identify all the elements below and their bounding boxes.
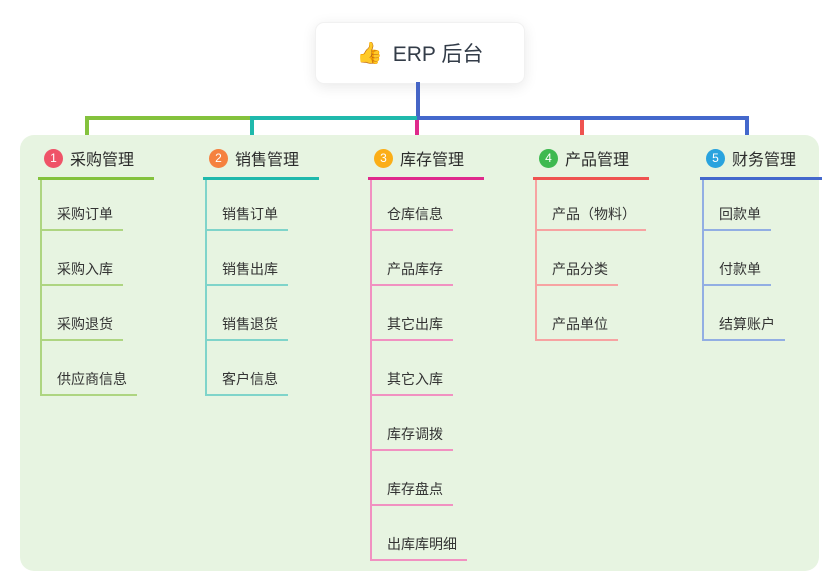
child-node[interactable]: 客户信息 [205, 369, 288, 396]
connector-branch-1-horizontal [87, 116, 253, 120]
child-node[interactable]: 产品分类 [535, 259, 618, 286]
child-row: 产品（物料） [535, 180, 683, 231]
child-row: 供应商信息 [40, 341, 188, 396]
child-node[interactable]: 仓库信息 [370, 204, 453, 231]
branch-finance: 5 财务管理 回款单 付款单 结算账户 [700, 146, 839, 341]
badge-2: 2 [209, 148, 228, 168]
child-node[interactable]: 结算账户 [702, 314, 785, 341]
thumbs-up-icon: 👍 [356, 41, 383, 65]
child-row: 其它出库 [370, 286, 518, 341]
branch-label: 库存管理 [400, 152, 465, 169]
child-node[interactable]: 供应商信息 [40, 369, 137, 396]
child-node[interactable]: 其它出库 [370, 314, 453, 341]
child-node[interactable]: 采购入库 [40, 259, 123, 286]
child-node[interactable]: 销售订单 [205, 204, 288, 231]
branch-product-children: 产品（物料） 产品分类 产品单位 [535, 180, 683, 341]
child-node[interactable]: 采购订单 [40, 204, 123, 231]
branch-label: 产品管理 [565, 152, 630, 169]
child-node[interactable]: 回款单 [702, 204, 771, 231]
branch-inventory-node[interactable]: 3 库存管理 [368, 146, 484, 180]
root-node[interactable]: 👍 ERP 后台 [315, 22, 525, 84]
child-row: 库存盘点 [370, 451, 518, 506]
connector-branch-4-drop [580, 120, 584, 147]
child-node[interactable]: 销售出库 [205, 259, 288, 286]
child-node[interactable]: 出库库明细 [370, 534, 467, 561]
root-title: ERP 后台 [392, 43, 484, 66]
branch-label: 销售管理 [235, 152, 300, 169]
connector-branch-1-drop [85, 116, 89, 147]
branch-procurement-children: 采购订单 采购入库 采购退货 供应商信息 [40, 180, 188, 396]
connector-branch-3-drop [415, 120, 419, 147]
branch-product-node[interactable]: 4 产品管理 [533, 146, 649, 180]
child-node[interactable]: 付款单 [702, 259, 771, 286]
child-row: 销售订单 [205, 180, 353, 231]
branch-inventory: 3 库存管理 仓库信息 产品库存 其它出库 其它入库 库存调拨 库存盘点 出库库… [368, 146, 518, 561]
badge-3: 3 [374, 148, 393, 168]
child-row: 产品分类 [535, 231, 683, 286]
badge-4: 4 [539, 148, 558, 168]
branch-sales-children: 销售订单 销售出库 销售退货 客户信息 [205, 180, 353, 396]
connector-branch-5-drop [745, 116, 749, 147]
child-row: 仓库信息 [370, 180, 518, 231]
child-row: 客户信息 [205, 341, 353, 396]
connector-root [416, 82, 420, 118]
child-row: 销售出库 [205, 231, 353, 286]
child-row: 其它入库 [370, 341, 518, 396]
branch-finance-children: 回款单 付款单 结算账户 [702, 180, 839, 341]
child-row: 采购订单 [40, 180, 188, 231]
child-node[interactable]: 产品库存 [370, 259, 453, 286]
child-node[interactable]: 采购退货 [40, 314, 123, 341]
child-node[interactable]: 其它入库 [370, 369, 453, 396]
child-node[interactable]: 产品（物料） [535, 204, 646, 231]
branch-sales: 2 销售管理 销售订单 销售出库 销售退货 客户信息 [203, 146, 353, 396]
child-row: 采购退货 [40, 286, 188, 341]
child-row: 付款单 [702, 231, 839, 286]
branches-panel [20, 135, 819, 571]
branch-label: 财务管理 [732, 152, 797, 169]
child-row: 出库库明细 [370, 506, 518, 561]
branch-inventory-children: 仓库信息 产品库存 其它出库 其它入库 库存调拨 库存盘点 出库库明细 [370, 180, 518, 561]
branch-label: 采购管理 [70, 152, 135, 169]
child-node[interactable]: 产品单位 [535, 314, 618, 341]
child-row: 采购入库 [40, 231, 188, 286]
branch-finance-node[interactable]: 5 财务管理 [700, 146, 822, 180]
child-node[interactable]: 库存盘点 [370, 479, 453, 506]
child-row: 回款单 [702, 180, 839, 231]
connector-branch-2-drop [250, 116, 254, 147]
child-row: 销售退货 [205, 286, 353, 341]
branch-procurement: 1 采购管理 采购订单 采购入库 采购退货 供应商信息 [38, 146, 188, 396]
branch-product: 4 产品管理 产品（物料） 产品分类 产品单位 [533, 146, 683, 341]
child-row: 结算账户 [702, 286, 839, 341]
child-row: 库存调拨 [370, 396, 518, 451]
branch-procurement-node[interactable]: 1 采购管理 [38, 146, 154, 180]
branch-sales-node[interactable]: 2 销售管理 [203, 146, 319, 180]
child-row: 产品库存 [370, 231, 518, 286]
badge-5: 5 [706, 148, 725, 168]
connector-branch-5-horizontal [417, 116, 749, 120]
connector-branch-2-horizontal [252, 116, 418, 120]
child-node[interactable]: 库存调拨 [370, 424, 453, 451]
badge-1: 1 [44, 148, 63, 168]
child-row: 产品单位 [535, 286, 683, 341]
child-node[interactable]: 销售退货 [205, 314, 288, 341]
